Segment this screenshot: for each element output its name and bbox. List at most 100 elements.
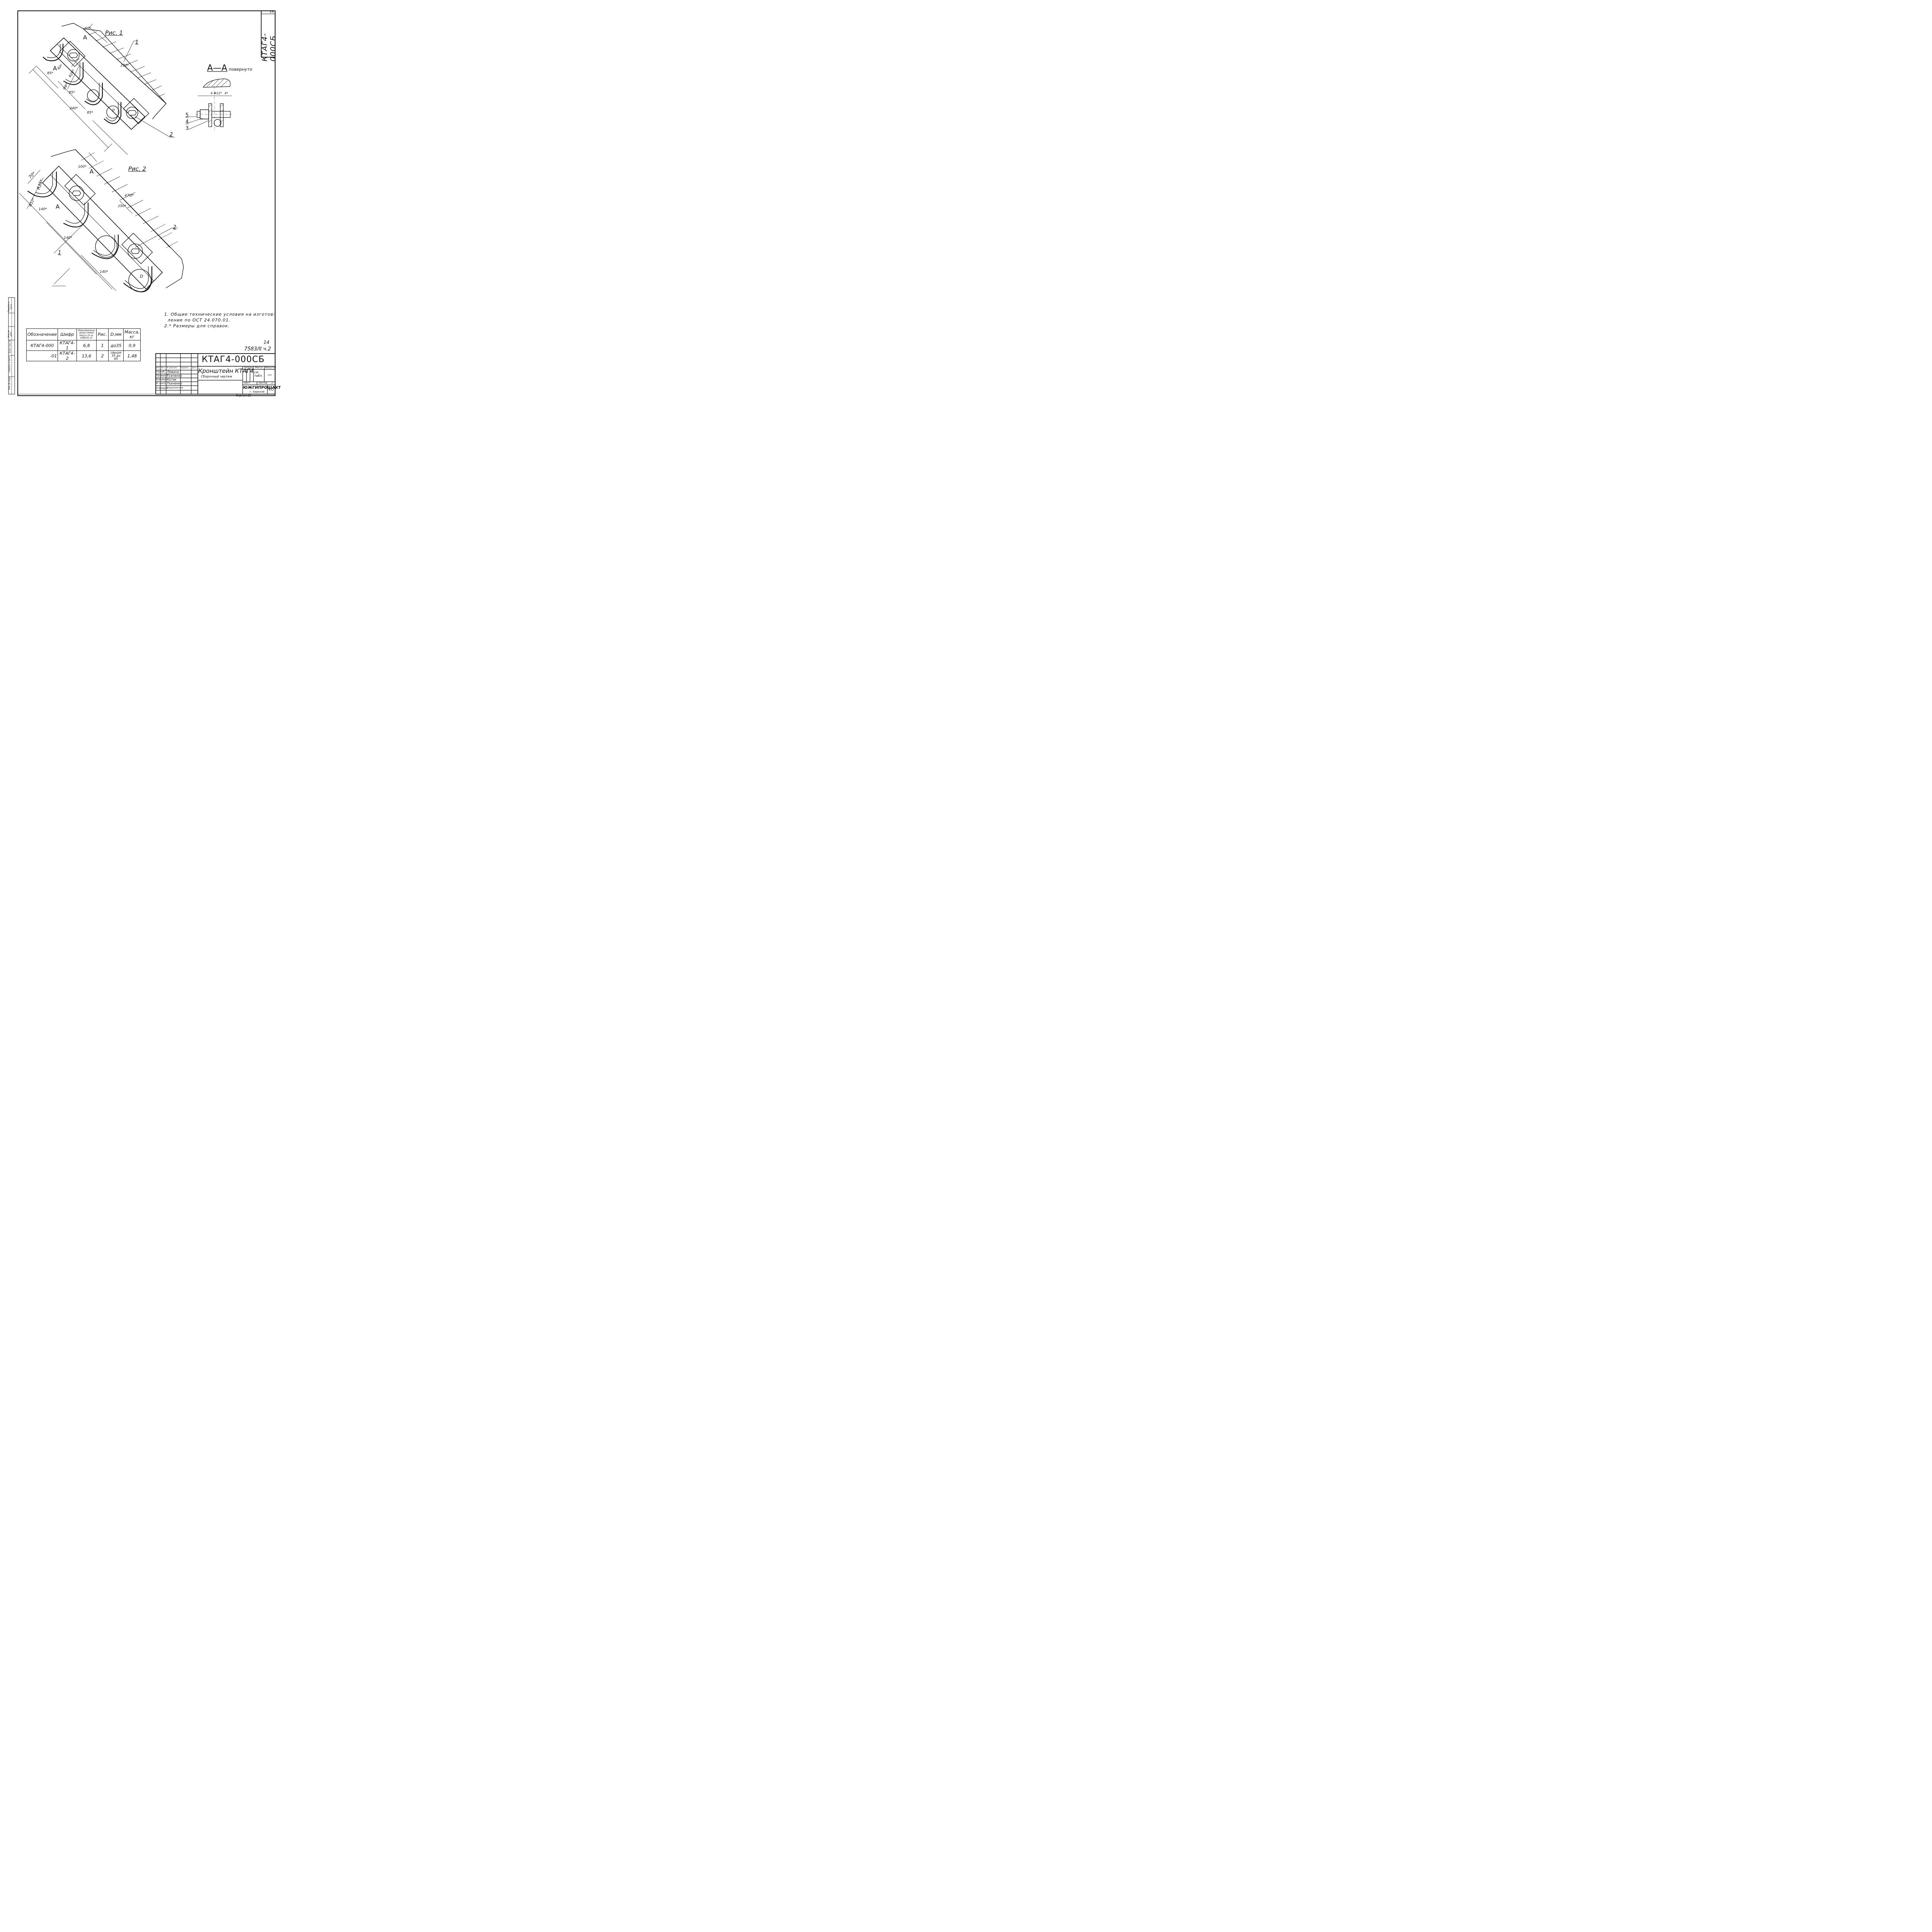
section-subtitle: повернуто [229,67,252,72]
table-row: КТАГ4-000 КТАГ4-1 6,8 1 до35 0,9 [26,340,141,351]
spec-cell: 13,6 [76,350,97,361]
fig1-dim-340: 340* [70,107,78,111]
fig1-callout-1: 1 [135,39,139,45]
side-label-5-text: Подпись и дата [8,301,12,312]
side-label-2-text: Подпись и дата [9,356,11,372]
tb-person-3: Котак [167,378,177,381]
fig1-dim-60: 60* [85,27,91,31]
note-1b: ление по ОСТ 24.070.01. [168,318,231,323]
tb-mass-value: см. табл. [254,371,263,378]
side-label-1-text: Инв. № подл. [9,376,11,390]
side-label-1: Инв. № подл. [9,375,11,391]
tb-role-3: Руковод. [156,378,167,381]
spec-cell: 1 [96,340,109,351]
fig2-drawing [19,149,184,293]
fig2-callout-1: 1 [58,250,61,256]
tb-role-2: Проверил [156,374,168,377]
fig2-section-mark-top: A [90,168,94,175]
vertical-stamp: КТАГ4-000СБ [260,7,277,61]
tb-scale-value: — [267,372,272,378]
format-label: Формат 22 [236,394,251,397]
fig2-dim-140c: 140* [100,270,108,274]
section-dim-f12: Ф12* [214,92,222,95]
fig2-dim-140a: 140* [39,207,47,211]
spec-cell: -01 [26,350,58,361]
fig1-callout-2: 2 [170,132,173,138]
tb-person-5: Бердичевский [167,387,183,389]
tb-person-1: Левина [167,370,179,374]
tb-role-1: Разраб. [156,371,165,373]
tb-head-list: Лист [161,367,165,369]
tb-litera-label: Литера [244,366,253,369]
tb-org: ЮЖГИПРОШАХТ [243,386,281,390]
tb-sheets-label: Листов [259,382,267,384]
tb-person-2: Ткаченко [167,374,182,378]
fig2-dim-470: 470* [124,194,134,198]
side-label-4-text: Инв. № дубл. [8,330,12,338]
side-label-4: Инв. № дубл. [8,327,12,340]
spec-header-designation: Обозначение [26,328,58,340]
fig2-dim-140b: 140* [64,236,72,240]
section-dim-4b: 4* [224,92,228,95]
fig2-dim-100: 100* [78,165,87,169]
note-1a: 1. Общие технические условия на изготов- [164,312,276,317]
spec-header-mass: Масса, кг [123,328,141,340]
spec-cell: свыше 35 до 65 [108,350,124,361]
section-dim-4: 4 [211,92,213,95]
spec-table: Обозначение Шифр Максимально допустимая … [26,328,141,361]
tb-sheet-label: Лист [244,382,250,384]
side-label-3-text: Взам. инв. № [9,340,11,353]
note-2: 2.* Размеры для справок. [164,323,230,328]
sheet-number: 14 [269,10,274,14]
side-label-3: Взам. инв. № [9,339,11,354]
tb-scale-label: Масштаб [265,366,276,369]
part-label-4: 4 [185,119,189,125]
spec-cell: КТАГ4-1 [58,340,77,351]
tb-head-doc: № докумен. [167,367,178,369]
side-strip: Инв. № подл. Подпись и дата Взам. инв. №… [8,298,12,394]
fig2-callout-2: 2 [173,224,177,230]
spec-header-code: Шифр [58,328,77,340]
spec-cell: до35 [108,340,124,351]
fig1-dim-250: 250* [121,64,129,68]
tb-role-5: Утвердил [156,387,168,389]
tb-sheets-value: 1 [271,381,273,384]
spec-header-d: D,мм [108,328,124,340]
part-label-3: 3 [185,126,189,131]
tb-city: г. Харьков [250,390,265,393]
tb-head-sign: Подпись [181,367,189,369]
table-row: -01 КТАГ4-2 13,6 2 свыше 35 до 65 1,48 [26,350,141,361]
fig2-title: Рис. 2 [128,165,146,172]
tb-designation: КТАГ4-000СБ [202,355,265,364]
tb-doc-type: Сборочный чертеж [201,375,232,378]
fig1-drawing [29,23,175,155]
fig1-section-mark-top: A [83,34,87,41]
side-label-2: Подпись и дата [9,354,11,374]
spec-cell: 1,48 [123,350,141,361]
drawing-linework [8,10,276,396]
title-block-lines [155,353,276,395]
fig1-dim-85b: 85* [69,91,75,95]
vertical-stamp-text: КТАГ4-000СБ [260,33,277,61]
fig1-dim-85a: 85* [47,71,53,75]
spec-cell: 6,8 [76,340,97,351]
fig1-title: Рис. 1 [105,29,123,36]
section-aa-drawing [188,71,232,132]
spec-cell: КТАГ4-2 [58,350,77,361]
notes-block: 1. Общие технические условия на изготов-… [164,311,275,329]
archive-code: 7583/II ч.2 [244,346,271,352]
spec-table-header: Обозначение Шифр Максимально допустимая … [26,328,141,340]
tb-role-4: Н. контр. [156,382,167,385]
tb-name: Кронштейн КТАГ4 [198,367,254,374]
section-title: А—А [207,63,228,73]
fig1-dia-label: D [112,109,115,112]
spec-header-fig: Рис. [96,328,109,340]
spec-cell: КТАГ4-000 [26,340,58,351]
spec-header-max-mass: Максимально допустимая масса 1п.м. кабел… [76,328,97,340]
tb-head-izm: Изм [156,367,160,369]
tb-code: КО [269,388,274,392]
tb-person-4: Ткаченко [167,382,182,385]
tb-mass-label: Масса [255,366,263,369]
spec-cell: 0,9 [123,340,141,351]
spec-cell: 2 [96,350,109,361]
